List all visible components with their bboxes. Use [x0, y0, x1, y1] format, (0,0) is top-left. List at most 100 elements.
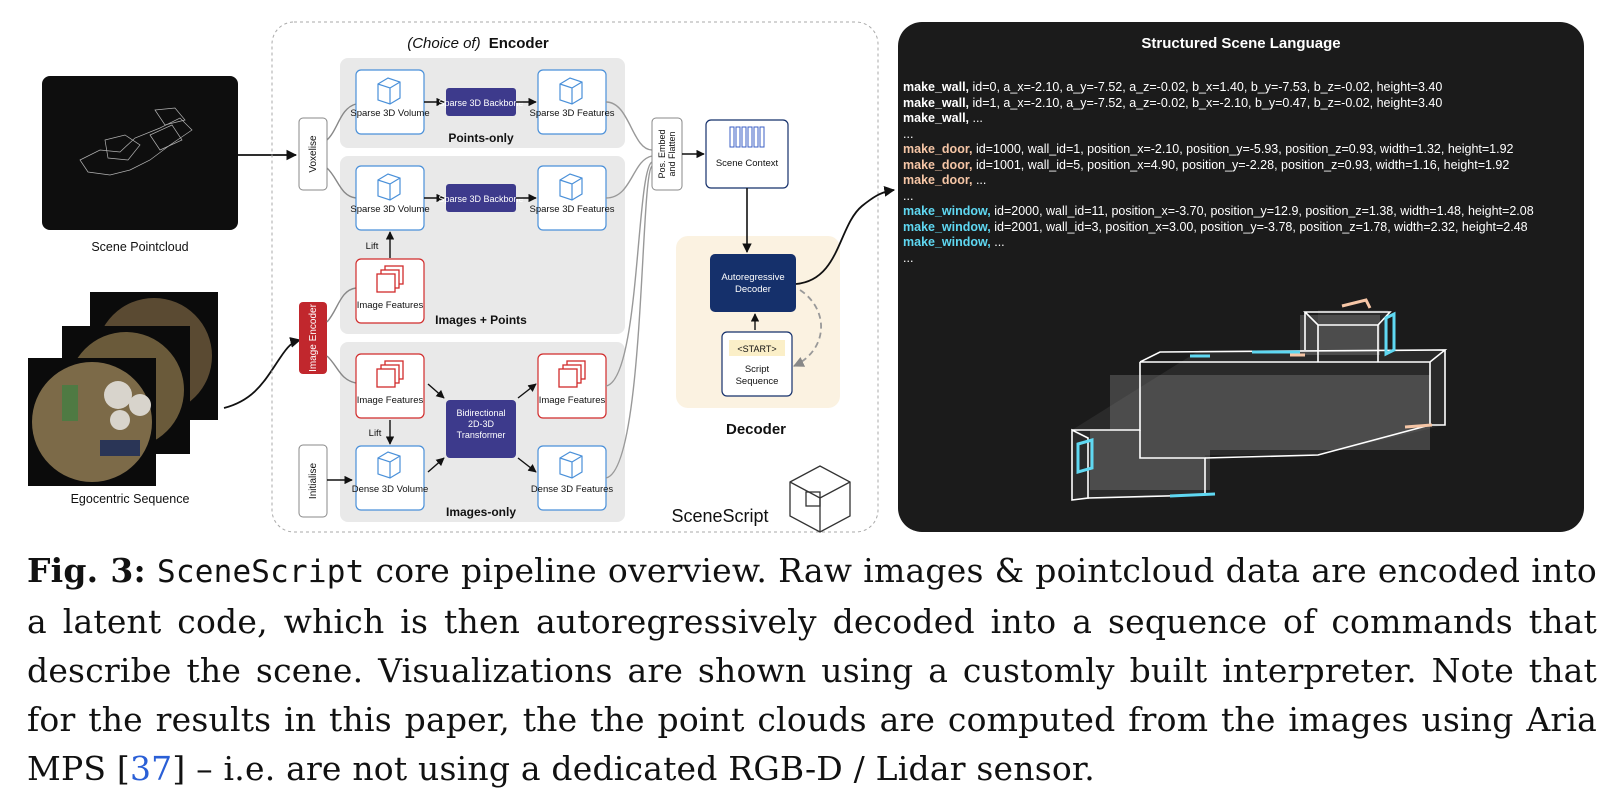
ssl-line: ... [903, 189, 1593, 205]
ssl-line: make_window, id=2001, wall_id=3, positio… [903, 220, 1593, 236]
ssl-command: make_door, [903, 173, 973, 187]
points-only-label: Points-only [448, 131, 514, 145]
scene-pointcloud-label: Scene Pointcloud [91, 240, 188, 254]
encoder-title-italic: (Choice of) [407, 35, 480, 52]
images-points-sparse-volume: Sparse 3D Volume [350, 165, 430, 231]
caption-ref-link[interactable]: 37 [129, 749, 173, 788]
initialise-box [298, 444, 328, 518]
voxelise-label: Voxelise [308, 135, 319, 173]
ssl-command: make_wall, [903, 95, 970, 110]
dense-features-label: Dense 3D Features [531, 484, 614, 495]
ssl-command: make_window, [903, 235, 991, 249]
ssl-command: make_door, [903, 157, 973, 172]
points-only-sparse-backbone: Sparse 3D Backbone [438, 88, 524, 116]
pipeline-figure: Scene Pointcloud Egocentric Sequence (Ch… [28, 21, 1584, 533]
ssl-arguments: id=0, a_x=-2.10, a_y=-7.52, a_z=-0.02, b… [969, 80, 1443, 94]
ssl-arguments: id=1, a_x=-2.10, a_y=-7.52, a_z=-0.02, b… [969, 95, 1443, 110]
scenescript-logo-icon [789, 465, 851, 533]
image-encoder-box [299, 302, 327, 374]
dense-volume-label: Dense 3D Volume [352, 484, 429, 495]
images-only-dense-volume: Dense 3D Volume [352, 445, 429, 511]
points-only-sparse-features: Sparse 3D Features [529, 69, 615, 135]
ssl-arguments: id=1001, wall_id=5, position_x=4.90, pos… [972, 157, 1510, 172]
sparse-volume-label: Sparse 3D Volume [350, 108, 429, 119]
ssl-command: make_wall, [903, 111, 970, 125]
ssl-line: ... [903, 251, 1593, 267]
points-only-sparse-volume: Sparse 3D Volume [350, 69, 430, 135]
sequence-to-encoder-arrow [223, 337, 302, 409]
ssl-line: make_window, ... [903, 235, 1593, 251]
ssl-title: Structured Scene Language [1141, 35, 1340, 52]
scene-context-label: Scene Context [716, 158, 779, 169]
ssl-command: make_door, [903, 142, 973, 156]
ssl-line: make_door, id=1000, wall_id=1, position_… [903, 142, 1593, 158]
lift-label-lower: Lift [369, 428, 382, 439]
ssl-line: make_door, ... [903, 173, 1593, 189]
ssl-arguments: id=2001, wall_id=3, position_x=3.00, pos… [990, 219, 1528, 234]
pointcloud-scatter [79, 107, 193, 176]
start-token: <START> [737, 344, 776, 354]
image-features-label: Image Features [357, 300, 424, 311]
ssl-arguments: ... [903, 188, 914, 203]
ssl-command: make_window, [903, 204, 991, 218]
image-encoder-label: Image Encoder [308, 303, 319, 371]
sparse-features-label: Sparse 3D Features [529, 204, 614, 215]
scene-pointcloud-image [42, 76, 238, 230]
sparse-backbone-label: Sparse 3D Backbone [438, 194, 523, 204]
ssl-arguments: id=2000, wall_id=11, position_x=-3.70, p… [990, 204, 1534, 218]
image-features-label: Image Features [357, 395, 424, 406]
ssl-arguments: ... [903, 126, 914, 141]
feedback-dashed-arrow [793, 289, 822, 367]
ssl-command: make_window, [903, 219, 991, 234]
voxelise-box [298, 117, 328, 191]
ssl-line: make_wall, ... [903, 111, 1593, 127]
egocentric-sequence-label: Egocentric Sequence [71, 492, 190, 506]
ssl-line: make_window, id=2000, wall_id=11, positi… [903, 204, 1593, 220]
ssl-arguments: ... [990, 235, 1005, 249]
images-only-dense-features: Dense 3D Features [531, 445, 614, 511]
images-points-label: Images + Points [435, 313, 527, 327]
ssl-line: make_door, id=1001, wall_id=5, position_… [903, 158, 1593, 174]
sparse-features-label: Sparse 3D Features [529, 108, 614, 119]
ssl-arguments: ... [969, 111, 983, 125]
sparse-volume-label: Sparse 3D Volume [350, 204, 429, 215]
pos-embed-label: Pos. Embedand Flatten [657, 129, 677, 178]
ssl-arguments: ... [972, 173, 987, 187]
ssl-command: make_wall, [903, 80, 970, 94]
room-reconstruction [1071, 298, 1448, 501]
ssl-line: make_wall, id=0, a_x=-2.10, a_y=-7.52, a… [903, 80, 1593, 96]
ssl-line: make_wall, id=1, a_x=-2.10, a_y=-7.52, a… [903, 96, 1593, 112]
decoder-title: Decoder [726, 421, 786, 438]
initialise-label: Initialise [308, 463, 319, 500]
figure-caption: Fig. 3: SceneScript core pipeline overvi… [27, 546, 1597, 793]
ssl-code-block: make_wall, id=0, a_x=-2.10, a_y=-7.52, a… [903, 80, 1593, 266]
scenescript-brand: SceneScript [671, 506, 768, 526]
encoder-title: (Choice of) Encoder [407, 35, 549, 52]
images-only-label: Images-only [446, 505, 516, 519]
caption-text-1: core pipeline overview. Raw images & poi… [27, 551, 1597, 788]
images-points-sparse-features: Sparse 3D Features [529, 165, 615, 231]
decoder-to-ssl-arrow [795, 186, 896, 285]
images-only-image-features: Image Features [355, 353, 425, 419]
ssl-line: ... [903, 127, 1593, 143]
ssl-arguments: ... [903, 250, 914, 265]
images-points-image-features: Image Features [355, 258, 425, 324]
images-only-image-features-out: Image Features [537, 353, 607, 419]
image-features-label: Image Features [539, 395, 606, 406]
sparse-backbone-label: Sparse 3D Backbone [438, 98, 523, 108]
lift-label-upper: Lift [366, 241, 379, 252]
caption-label: Fig. 3: [27, 551, 146, 590]
ssl-arguments: id=1000, wall_id=1, position_x=-2.10, po… [972, 142, 1514, 156]
encoder-container [271, 21, 879, 533]
encoder-title-bold: Encoder [489, 35, 549, 52]
egocentric-sequence-images [28, 292, 218, 486]
images-points-sparse-backbone: Sparse 3D Backbone [438, 184, 524, 212]
caption-text-2: ] – i.e. are not using a dedicated RGB-D… [172, 749, 1095, 788]
scene-context-box: Scene Context [705, 119, 789, 189]
